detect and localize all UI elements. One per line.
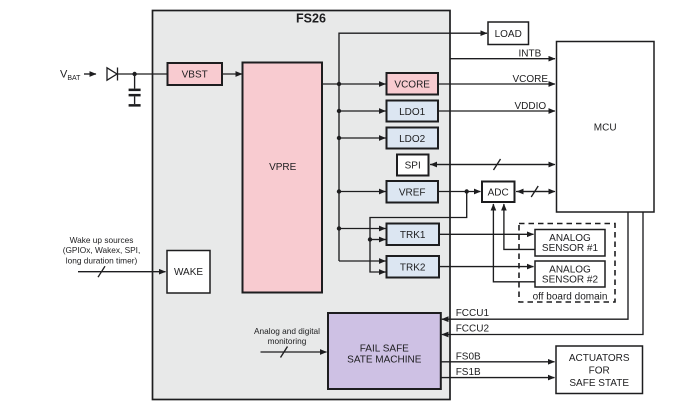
svg-text:SPI: SPI <box>405 161 421 172</box>
svg-text:Analog and digital: Analog and digital <box>254 326 320 336</box>
svg-text:WAKE: WAKE <box>174 267 203 278</box>
svg-text:FS26: FS26 <box>296 12 326 26</box>
svg-text:VBAT: VBAT <box>60 69 81 82</box>
svg-text:LDO2: LDO2 <box>399 134 426 145</box>
svg-text:SENSOR #2: SENSOR #2 <box>542 274 599 285</box>
svg-text:Wake up sources: Wake up sources <box>70 235 134 245</box>
svg-text:VCORE: VCORE <box>394 80 430 91</box>
svg-text:monitoring: monitoring <box>268 336 307 346</box>
svg-text:INTB: INTB <box>519 49 542 60</box>
svg-text:TRK2: TRK2 <box>400 263 426 274</box>
svg-text:ACTUATORS: ACTUATORS <box>569 353 630 364</box>
svg-text:LDO1: LDO1 <box>399 107 426 118</box>
svg-text:ANALOG: ANALOG <box>549 233 591 244</box>
svg-text:VREF: VREF <box>399 188 426 199</box>
svg-text:FCCU2: FCCU2 <box>456 324 490 335</box>
svg-text:FAIL SAFE: FAIL SAFE <box>360 343 409 354</box>
svg-text:SAFE STATE: SAFE STATE <box>569 378 629 389</box>
svg-text:ANALOG: ANALOG <box>549 265 591 276</box>
svg-text:FOR: FOR <box>589 366 610 377</box>
svg-text:(GPIOx, Wakex, SPI,: (GPIOx, Wakex, SPI, <box>63 245 141 255</box>
svg-text:long duration timer): long duration timer) <box>66 255 138 265</box>
svg-text:LOAD: LOAD <box>495 29 522 40</box>
svg-text:ADC: ADC <box>488 188 509 199</box>
svg-text:SENSOR #1: SENSOR #1 <box>542 243 599 254</box>
svg-text:off board domain: off board domain <box>533 291 608 302</box>
svg-text:FCCU1: FCCU1 <box>456 308 490 319</box>
svg-text:SATE MACHINE: SATE MACHINE <box>347 355 422 366</box>
svg-text:VDDIO: VDDIO <box>515 101 547 112</box>
svg-text:TRK1: TRK1 <box>400 230 426 241</box>
svg-text:VCORE: VCORE <box>513 74 549 85</box>
svg-text:VBST: VBST <box>182 70 208 81</box>
svg-text:FS1B: FS1B <box>456 367 481 378</box>
svg-text:MCU: MCU <box>594 123 617 134</box>
svg-text:VPRE: VPRE <box>269 162 297 173</box>
svg-text:FS0B: FS0B <box>456 351 481 362</box>
